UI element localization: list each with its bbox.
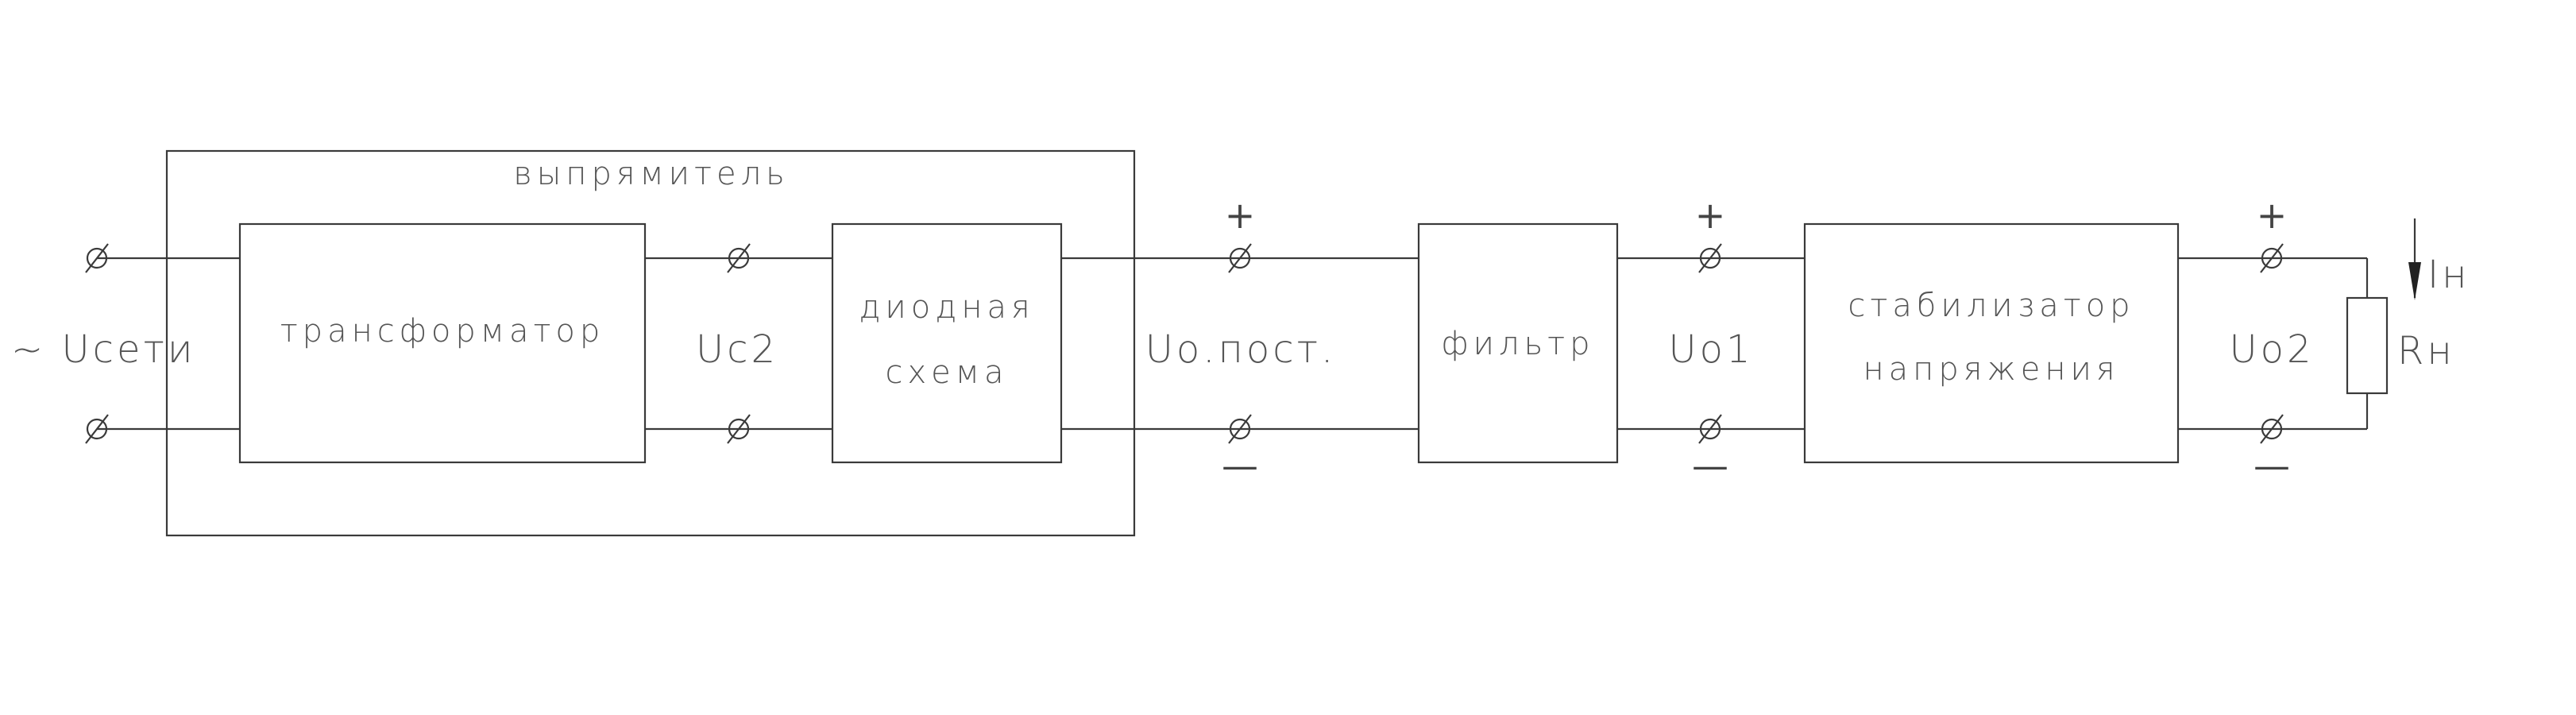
rectifier-label: выпрямитель — [513, 156, 789, 192]
udc-label: Uо.пост. — [1145, 327, 1337, 372]
terminal-uo1-top — [1698, 243, 1722, 273]
current-arrow — [2408, 218, 2421, 300]
stabilizer-block — [1803, 222, 2180, 464]
minus-sign-udc: — — [1222, 444, 1258, 487]
rectifier-frame — [165, 149, 1136, 537]
uc2-label: Uс2 — [696, 327, 778, 372]
plus-sign-udc: + — [1225, 194, 1256, 237]
filter-label: фильтр — [1441, 326, 1594, 362]
minus-sign-uo2: — — [2254, 444, 2290, 487]
diode-bridge-label-line1: диодная — [859, 289, 1034, 326]
transformer-block — [238, 222, 647, 464]
transformer-label: трансформатор — [280, 313, 605, 350]
uo1-label: Uо1 — [1668, 327, 1753, 372]
terminal-uo2-top — [2260, 243, 2284, 273]
terminal-group — [85, 243, 2284, 444]
stabilizer-label-line2: напряжения — [1863, 351, 2120, 388]
terminal-input-bottom — [85, 414, 109, 444]
uo2-label: Uо2 — [2229, 327, 2314, 372]
terminal-uo2-bottom — [2260, 414, 2284, 444]
terminal-uo1-bottom — [1698, 414, 1722, 444]
plus-sign-uo2: + — [2257, 194, 2288, 237]
terminal-udc-top — [1228, 243, 1252, 273]
terminal-udc-bottom — [1228, 414, 1252, 444]
resistor-label: Rн — [2397, 329, 2455, 373]
diode-bridge-label-line2: схема — [886, 354, 1009, 391]
terminal-uc2-top — [727, 243, 751, 273]
input-voltage-label: ~ Uсети — [11, 327, 196, 372]
load-resistor — [2346, 296, 2389, 395]
terminal-input-top — [85, 243, 109, 273]
stabilizer-label-line1: стабилизатор — [1848, 288, 2134, 324]
terminal-uc2-bottom — [727, 414, 751, 444]
current-label: Iн — [2427, 253, 2470, 297]
filter-block — [1417, 222, 1619, 464]
minus-sign-uo1: — — [1692, 444, 1728, 487]
plus-sign-uo1: + — [1695, 194, 1726, 237]
diode-bridge-block — [831, 222, 1063, 464]
